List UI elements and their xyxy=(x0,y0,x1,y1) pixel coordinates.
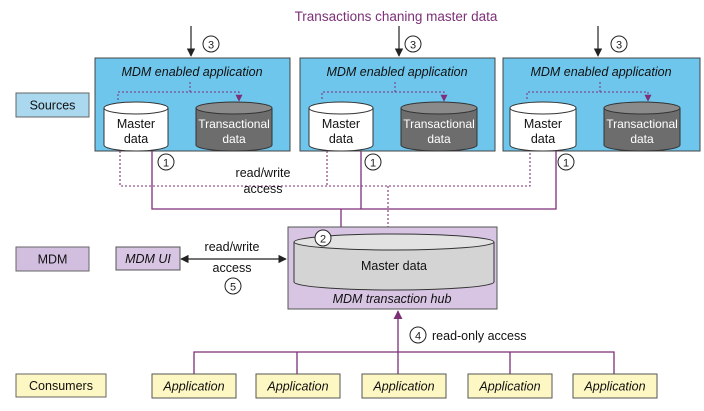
svg-text:2: 2 xyxy=(320,234,326,246)
svg-text:Transactional: Transactional xyxy=(198,117,270,131)
svg-text:1: 1 xyxy=(163,158,169,170)
hub-master-data-db: Master data xyxy=(293,233,495,291)
svg-text:Sources: Sources xyxy=(30,99,76,113)
svg-text:4: 4 xyxy=(415,331,421,343)
svg-text:1: 1 xyxy=(370,158,376,170)
svg-text:data: data xyxy=(222,132,246,146)
ui-read-write-label-line1: read/write xyxy=(205,240,260,254)
svg-text:data: data xyxy=(531,132,555,146)
svg-text:Master: Master xyxy=(322,117,360,131)
marker-1-left: 1 xyxy=(157,153,175,171)
layer-label-mdm: MDM xyxy=(15,246,90,272)
consumer-application-4: Application xyxy=(467,373,553,399)
mdm-transaction-hub: Master data MDM transaction hub xyxy=(287,226,498,310)
internal-app-connectors xyxy=(117,82,652,102)
svg-text:Transactional: Transactional xyxy=(606,117,678,131)
svg-text:Consumers: Consumers xyxy=(29,379,93,393)
svg-text:Application: Application xyxy=(162,380,224,394)
marker-3-middle: 3 xyxy=(404,35,422,53)
svg-text:MDM enabled application: MDM enabled application xyxy=(530,65,671,79)
master-data-db: Master data xyxy=(509,101,577,152)
svg-text:3: 3 xyxy=(616,40,622,52)
svg-text:5: 5 xyxy=(230,282,236,294)
mdm-ui-box: MDM UI xyxy=(115,246,181,271)
transactional-data-db: Transactional data xyxy=(195,101,273,152)
read-only-access-label: read-only access xyxy=(432,329,527,343)
svg-text:data: data xyxy=(124,132,148,146)
svg-text:3: 3 xyxy=(208,40,214,52)
marker-4: 4 xyxy=(409,326,427,344)
svg-text:3: 3 xyxy=(410,40,416,52)
svg-text:Master: Master xyxy=(117,117,155,131)
source-application-2: MDM enabled application Master data Tran… xyxy=(299,57,496,152)
source-application-3: MDM enabled application Master data Tran… xyxy=(502,57,701,152)
marker-2: 2 xyxy=(314,229,332,247)
incoming-transaction-arrows xyxy=(186,26,603,57)
marker-1-middle: 1 xyxy=(364,153,382,171)
marker-5: 5 xyxy=(224,277,242,295)
consumer-read-only-lines xyxy=(193,310,615,374)
svg-text:MDM UI: MDM UI xyxy=(125,252,171,266)
marker-1-right: 1 xyxy=(557,153,575,171)
layer-label-consumers: Consumers xyxy=(15,373,107,398)
svg-text:Application: Application xyxy=(266,380,328,394)
svg-text:1: 1 xyxy=(563,158,569,170)
consumer-application-1: Application xyxy=(151,373,237,399)
marker-3-right: 3 xyxy=(610,35,628,53)
svg-text:MDM: MDM xyxy=(38,253,68,267)
svg-text:Application: Application xyxy=(372,380,434,394)
consumer-application-3: Application xyxy=(361,373,447,399)
svg-text:Application: Application xyxy=(478,380,540,394)
svg-text:Master: Master xyxy=(524,117,562,131)
svg-text:MDM enabled application: MDM enabled application xyxy=(326,65,467,79)
diagram-title: Transactions chaning master data xyxy=(295,9,498,24)
read-write-access-label-line1: read/write xyxy=(236,166,291,180)
ui-read-write-label-line2: access xyxy=(213,261,252,275)
master-data-db: Master data xyxy=(103,101,169,152)
svg-text:data: data xyxy=(329,132,353,146)
svg-text:Transactional: Transactional xyxy=(403,117,475,131)
transactional-data-db: Transactional data xyxy=(400,101,478,152)
svg-text:Application: Application xyxy=(583,380,645,394)
consumer-application-5: Application xyxy=(572,373,658,399)
svg-text:data: data xyxy=(630,132,654,146)
transactional-data-db: Transactional data xyxy=(603,101,681,152)
consumer-application-2: Application xyxy=(255,373,341,399)
svg-text:Master data: Master data xyxy=(361,259,427,273)
source-application-1: MDM enabled application Master data Tran… xyxy=(94,57,291,152)
read-write-access-label-line2: access xyxy=(244,182,283,196)
marker-3-left: 3 xyxy=(202,35,220,53)
layer-label-sources: Sources xyxy=(15,92,90,118)
svg-text:MDM enabled application: MDM enabled application xyxy=(121,65,262,79)
svg-text:data: data xyxy=(427,132,451,146)
master-data-db: Master data xyxy=(308,101,374,152)
hub-title: MDM transaction hub xyxy=(333,292,452,306)
